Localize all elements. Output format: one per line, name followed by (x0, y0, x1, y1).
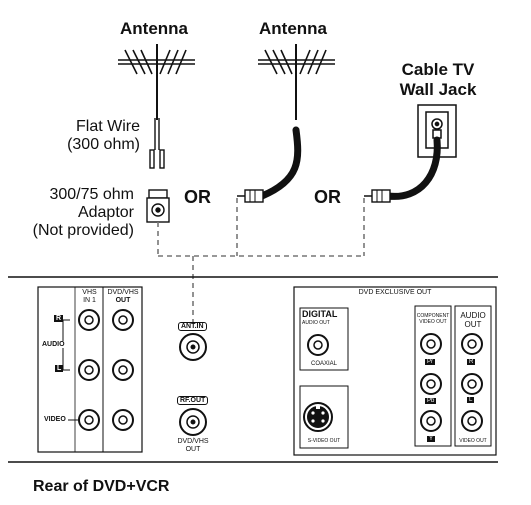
dvd-panel-outline (293, 286, 497, 456)
ant-in-label: ANT.IN (178, 322, 207, 331)
dvd-jacks (307, 333, 483, 432)
or-left-label: OR (184, 187, 211, 207)
or-right-label: OR (314, 187, 341, 207)
video-out-label: VIDEO OUT (459, 438, 487, 444)
r2-badge: R (467, 359, 476, 365)
cable-tv-label: Cable TV Wall Jack (399, 60, 477, 99)
flat-wire-icon (149, 118, 165, 169)
coax-cable-middle-icon (237, 126, 302, 203)
digital-audio-label: DIGITAL AUDIO OUT (302, 309, 338, 327)
r-badge: R (54, 315, 64, 322)
antenna-right-label: Antenna (259, 19, 327, 38)
vhs-panel-outline (37, 286, 143, 453)
svideo-jack-icon (303, 402, 333, 432)
dvd-vhs-out-label: DVD/VHS OUT (107, 289, 139, 304)
caption: Rear of DVD+VCR (33, 478, 170, 495)
svideo-out-label: S-VIDEO OUT (307, 438, 341, 444)
coaxial-label: COAXIAL (310, 361, 337, 367)
dashed-connector-lines (157, 198, 365, 322)
antenna-middle-icon (258, 44, 335, 120)
vhs-jacks (78, 309, 134, 431)
l2-badge: L (467, 397, 475, 403)
coax-cable-right-icon (364, 136, 441, 203)
adaptor-label: 300/75 ohm Adaptor (Not provided) (32, 186, 134, 239)
y-badge: Y (427, 436, 436, 442)
ant-jacks (179, 333, 207, 436)
audio-out-label: AUDIO OUT (460, 311, 486, 329)
vhs-in-label: VHS IN 1 (82, 289, 97, 304)
video-label: VIDEO (44, 416, 66, 423)
antenna-left-icon (118, 44, 195, 120)
dvd-exclusive-out-label: DVD EXCLUSIVE OUT (358, 289, 432, 296)
flat-wire-label: Flat Wire (300 ohm) (67, 118, 140, 153)
component-label: COMPONENT VIDEO OUT (416, 313, 450, 325)
l-badge: L (55, 365, 64, 372)
pb-badge: Pb (425, 398, 437, 404)
rf-out-sub-label: DVD/VHS OUT (177, 438, 209, 453)
pr-badge: Pr (425, 359, 435, 365)
audio-label: AUDIO (42, 341, 65, 348)
antenna-left-label: Antenna (120, 19, 188, 38)
rf-out-label: RF.OUT (177, 396, 209, 405)
adaptor-icon (146, 189, 170, 223)
